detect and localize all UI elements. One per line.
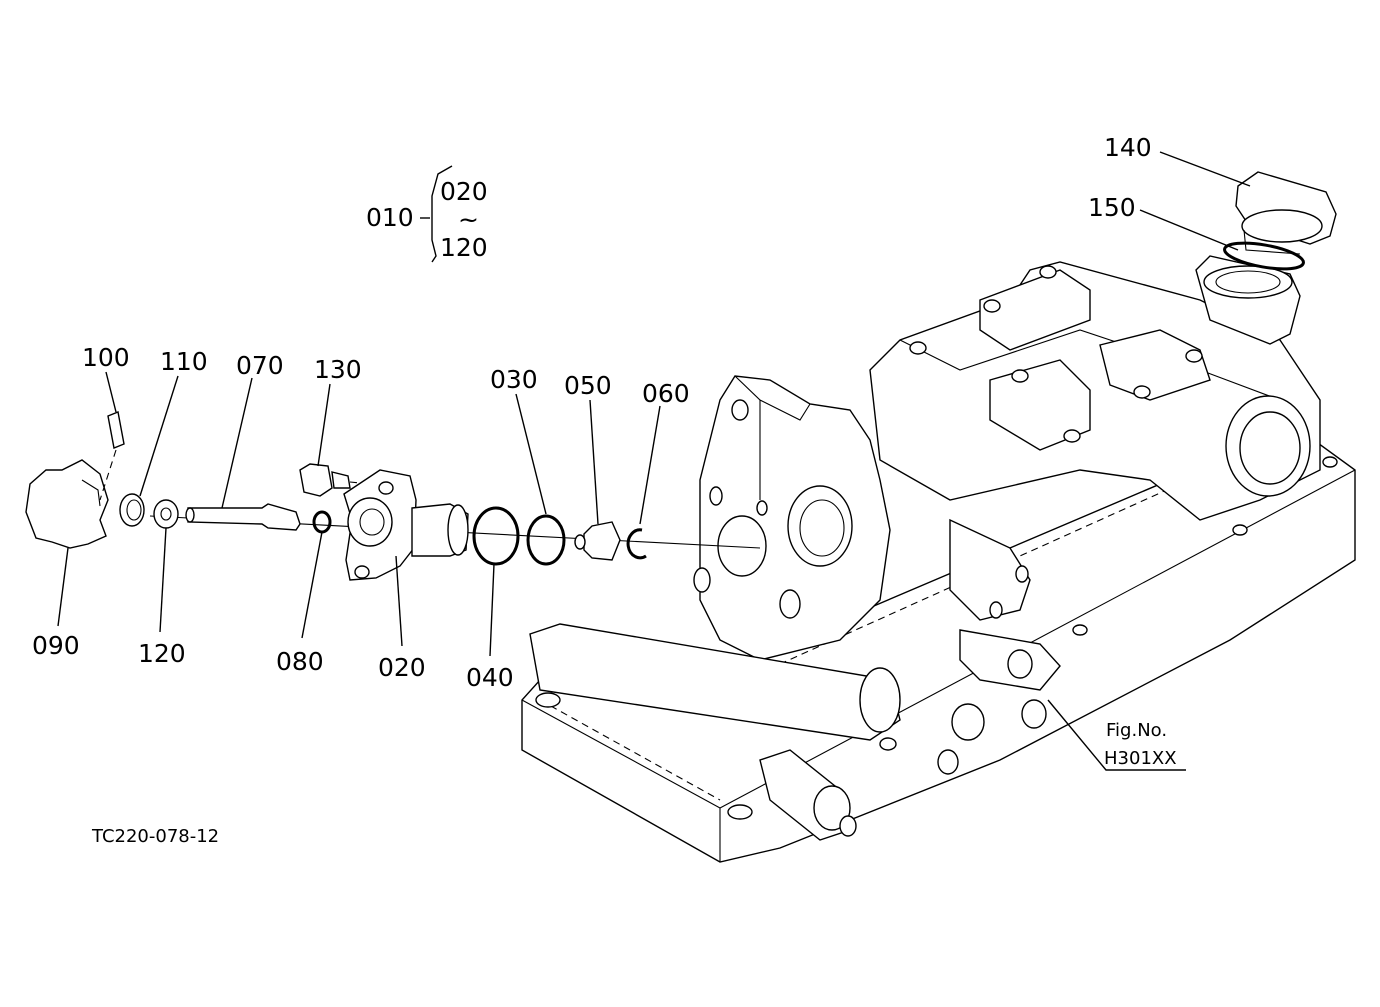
catalog-code: TC220-078-12 (91, 826, 219, 847)
callout-080: 080 (276, 647, 324, 676)
fig-number-label: Fig.No. (1106, 720, 1167, 741)
assembly-bracket (431, 165, 453, 263)
callout-120: 120 (138, 639, 186, 668)
valve-components (25, 171, 1337, 581)
plug-part (299, 463, 333, 497)
hydraulic-housing (521, 255, 1356, 863)
knob-part (25, 459, 109, 549)
assembly-group: 010 020 ~ 120 (366, 165, 488, 263)
pin-part (107, 411, 125, 449)
assembly-range-sep: ~ (458, 205, 479, 234)
callout-060: 060 (642, 379, 690, 408)
valve-shaft-part (187, 503, 301, 531)
callout-020: 020 (378, 653, 426, 682)
callout-100: 100 (82, 343, 130, 372)
callout-090: 090 (32, 631, 80, 660)
leader-lines (57, 151, 1251, 771)
callout-140: 140 (1104, 133, 1152, 162)
callout-040: 040 (466, 663, 514, 692)
fig-number-value: H301XX (1104, 748, 1177, 769)
callout-050: 050 (564, 371, 612, 400)
assembly-range-end: 120 (440, 233, 488, 262)
callout-130: 130 (314, 355, 362, 384)
assembly-range-start: 020 (440, 177, 488, 206)
callout-030: 030 (490, 365, 538, 394)
fig-label-leader (1047, 699, 1186, 771)
callout-labels: 100 110 070 130 030 050 060 140 150 090 … (32, 133, 1152, 692)
callout-070: 070 (236, 351, 284, 380)
callout-150: 150 (1088, 193, 1136, 222)
callout-110: 110 (160, 347, 208, 376)
valve-seat-part (583, 521, 621, 561)
assembly-parent-label: 010 (366, 203, 414, 232)
